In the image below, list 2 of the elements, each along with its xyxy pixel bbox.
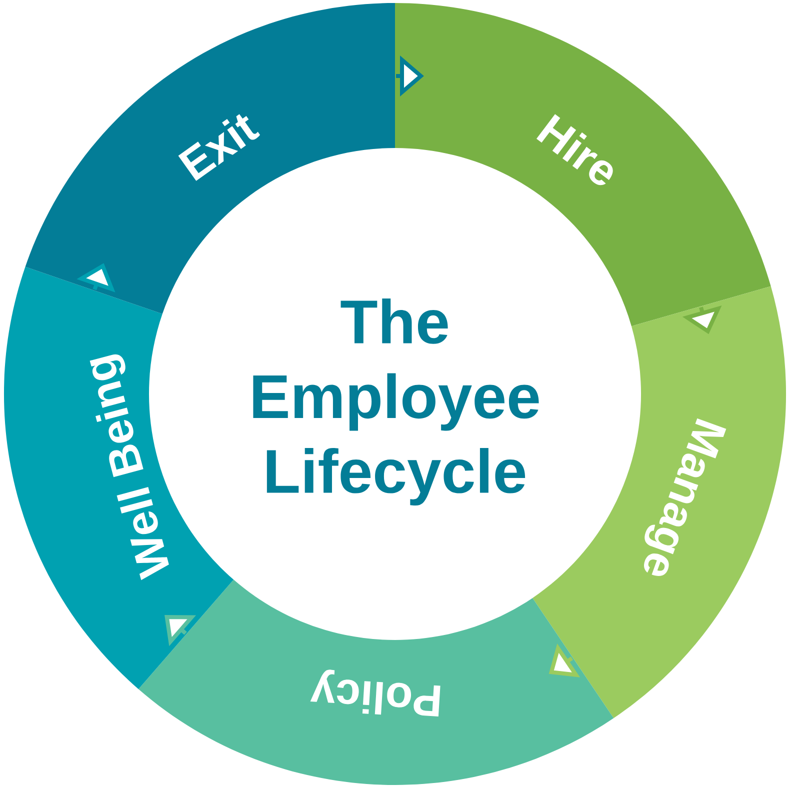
ring-segment: Well Being	[4, 266, 234, 690]
ring-segment: Policy	[138, 580, 614, 785]
